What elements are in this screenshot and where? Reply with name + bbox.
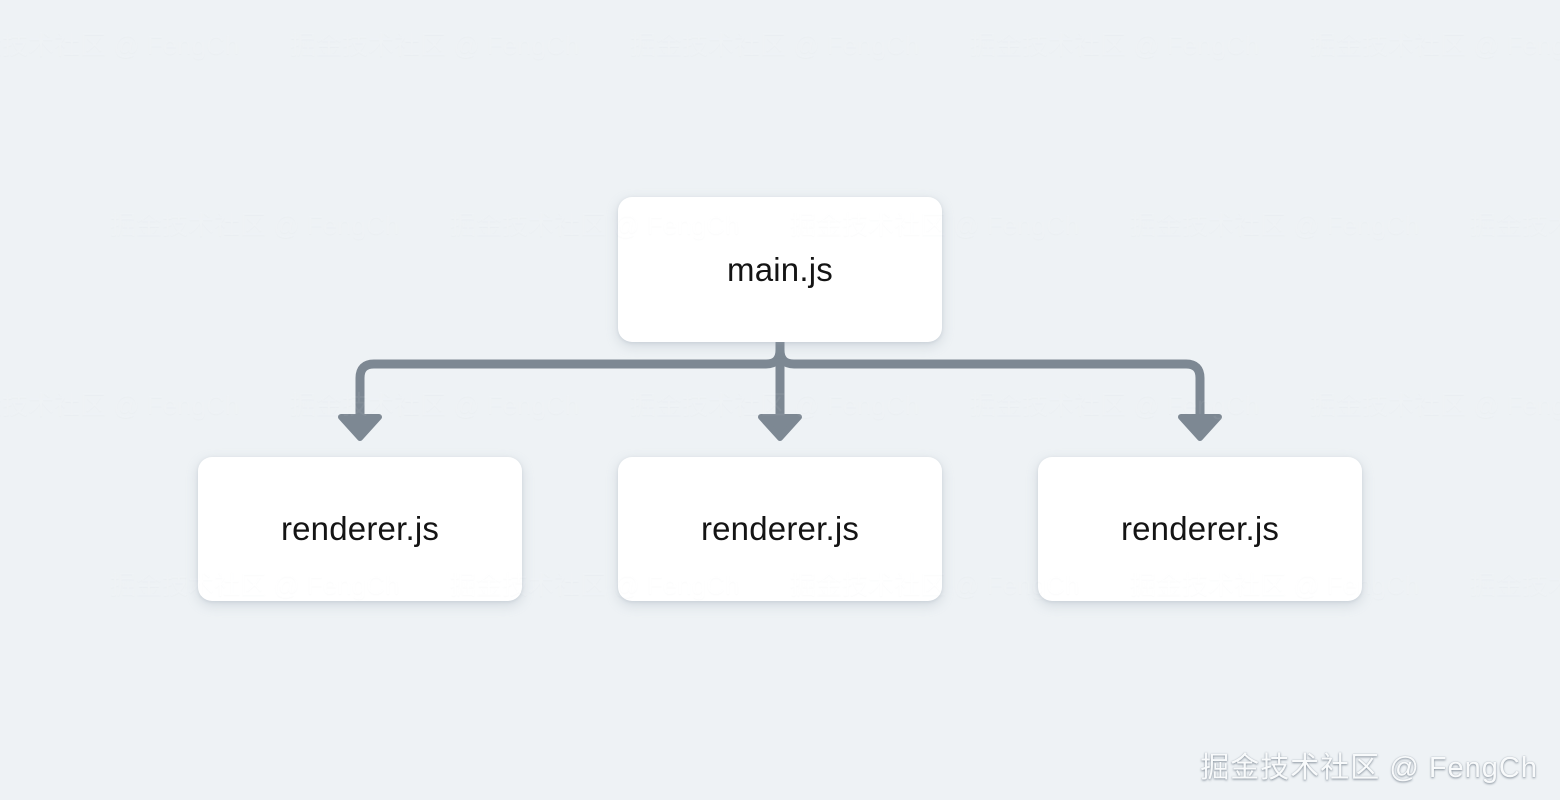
node-renderer-js-middle: renderer.js xyxy=(618,457,942,601)
node-renderer-js-right: renderer.js xyxy=(1038,457,1362,601)
node-main-js: main.js xyxy=(618,197,942,342)
connector-right-branch xyxy=(775,342,1205,419)
node-renderer-js-left: renderer.js xyxy=(198,457,522,601)
arrowhead-down-icon xyxy=(1178,414,1222,441)
arrowhead-down-icon xyxy=(338,414,382,441)
watermark-credit: 掘金技术社区 @ FengCh xyxy=(1200,752,1538,784)
connector-left-branch xyxy=(355,342,785,419)
arrowhead-down-icon xyxy=(758,414,802,441)
